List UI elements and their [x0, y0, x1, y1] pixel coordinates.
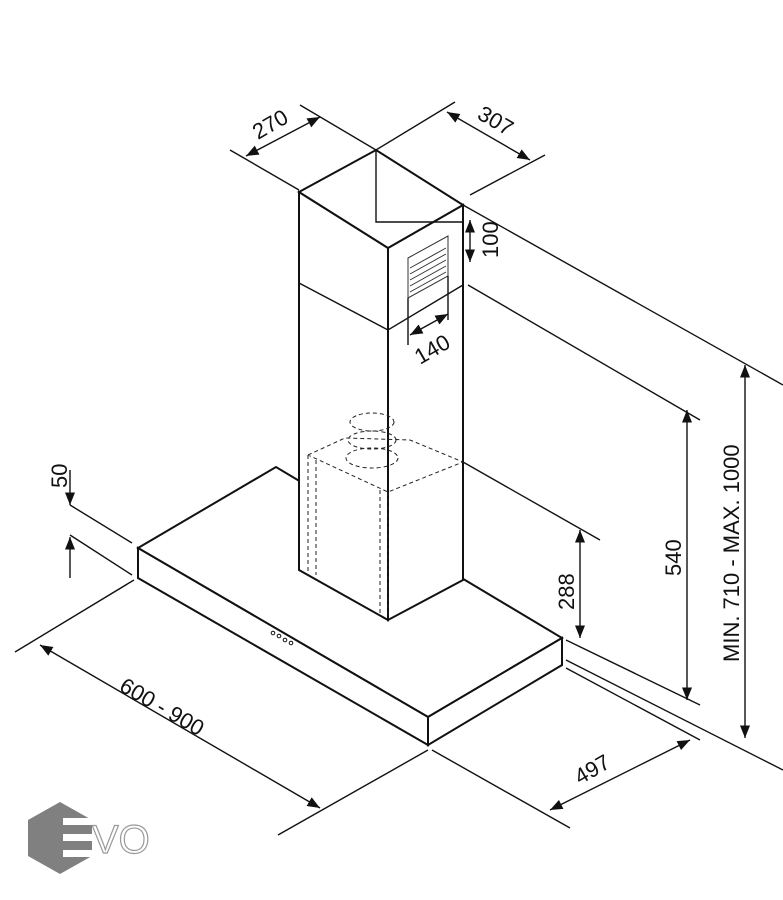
evo-logo: VO [28, 802, 150, 874]
dim-vent-height: 100 [478, 221, 503, 258]
logo-text: VO [92, 818, 150, 862]
internal-motor-outline [307, 412, 465, 618]
dimension-lines [14, 101, 783, 836]
dim-width: 600 - 900 [116, 673, 209, 741]
dim-chimney-depth: 270 [248, 104, 292, 144]
chimney [297, 148, 465, 622]
control-buttons [270, 630, 294, 646]
dim-canopy-thickness: 50 [47, 464, 72, 488]
dim-depth: 497 [570, 749, 614, 789]
dim-chimney-lower: 540 [661, 539, 686, 576]
dim-chimney-width: 307 [474, 101, 518, 141]
dim-hood-height: 288 [554, 573, 579, 610]
dim-total-height: MIN. 710 - MAX. 1000 [719, 444, 744, 662]
